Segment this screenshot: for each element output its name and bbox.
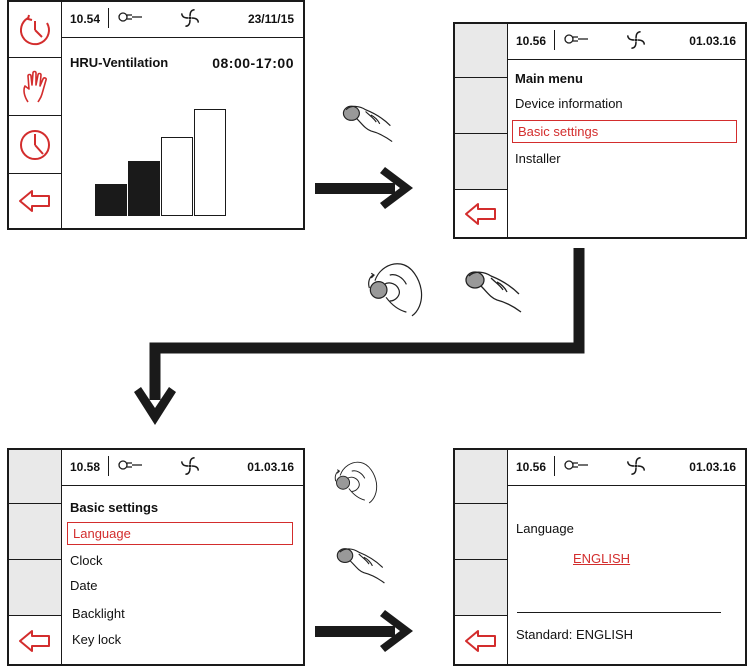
menu-title: Basic settings [70,500,159,515]
arrow-right-2 [315,610,413,652]
screen1-content: HRU-Ventilation 08:00-17:00 [61,38,303,228]
screen-hru-ventilation: 10.54 23/11/15 HRU-Ventilation 08:00-17:… [7,0,305,230]
fan-level-bar-4 [194,109,226,216]
hand-manual-icon [23,70,47,102]
status-divider [108,456,109,476]
status-time: 10.56 [516,34,547,48]
fan-level-bar-1 [95,184,127,216]
press-knob-icon [461,265,531,317]
screen3-content: Basic settings Language Clock Date Backl… [61,486,303,664]
rotate-knob-icon [330,455,388,509]
menu-item-date[interactable]: Date [70,578,98,593]
status-divider [554,30,555,50]
side-button-1[interactable] [455,24,507,78]
status-bar: 10.54 23/11/15 [61,2,303,38]
side-button-2[interactable] [9,504,61,560]
status-date: 23/11/15 [247,12,294,26]
menu-title: Main menu [515,71,583,86]
screen-basic-settings: 10.58 01.03.16 Basic settings Language C… [7,448,305,666]
standard-value: Standard: ENGLISH [516,627,634,642]
setting-label: Language [516,521,574,536]
rotate-knob-icon [362,256,436,322]
side-button-1[interactable] [455,450,507,504]
status-date: 01.03.16 [689,34,736,48]
menu-item-backlight[interactable]: Backlight [72,606,125,621]
press-knob-icon [339,100,401,146]
status-date: 01.03.16 [689,460,736,474]
clock-auto-icon [19,14,50,45]
screen-language: 10.56 01.03.16 Language ENGLISH Standard… [453,448,747,666]
side-button-column [455,450,508,664]
page-title: HRU-Ventilation [70,55,169,70]
language-value[interactable]: ENGLISH [573,551,631,566]
side-button-column [455,24,508,237]
status-bar: 10.56 01.03.16 [507,450,745,486]
side-button-column [9,2,62,228]
status-time: 10.56 [516,460,547,474]
side-button-2[interactable] [455,78,507,134]
divider-line [517,612,721,613]
side-button-3[interactable] [9,560,61,616]
menu-item-device-information[interactable]: Device information [515,96,623,111]
status-time: 10.54 [70,12,101,26]
fan-level-bar-2 [128,161,160,216]
manual-mode-button[interactable] [9,58,61,116]
arrow-right-1 [315,167,413,209]
screen4-content: Language ENGLISH Standard: ENGLISH [507,486,745,664]
arrow-connector [134,248,585,425]
status-divider [108,8,109,28]
status-time: 10.58 [70,460,101,474]
menu-item-clock[interactable]: Clock [70,553,103,568]
clock-icon [20,129,50,160]
side-button-1[interactable] [9,450,61,504]
status-bar: 10.58 01.03.16 [61,450,303,486]
press-knob-icon [333,542,393,588]
side-button-2[interactable] [455,504,507,560]
menu-item-basic-settings[interactable]: Basic settings [512,120,737,143]
status-date: 01.03.16 [247,460,294,474]
status-divider [554,456,555,476]
side-button-column [9,450,62,664]
menu-item-key-lock[interactable]: Key lock [72,632,122,647]
status-bar: 10.56 01.03.16 [507,24,745,60]
schedule-time: 08:00-17:00 [212,55,294,71]
menu-item-language[interactable]: Language [67,522,293,545]
side-button-3[interactable] [455,134,507,190]
auto-mode-button[interactable] [9,2,61,58]
fan-level-bar-3 [161,137,193,216]
screen2-content: Main menu Device information Basic setti… [507,60,745,237]
screen-main-menu: 10.56 01.03.16 Main menu Device informat… [453,22,747,239]
menu-item-installer[interactable]: Installer [515,151,561,166]
timer-button[interactable] [9,116,61,174]
side-button-3[interactable] [455,560,507,616]
